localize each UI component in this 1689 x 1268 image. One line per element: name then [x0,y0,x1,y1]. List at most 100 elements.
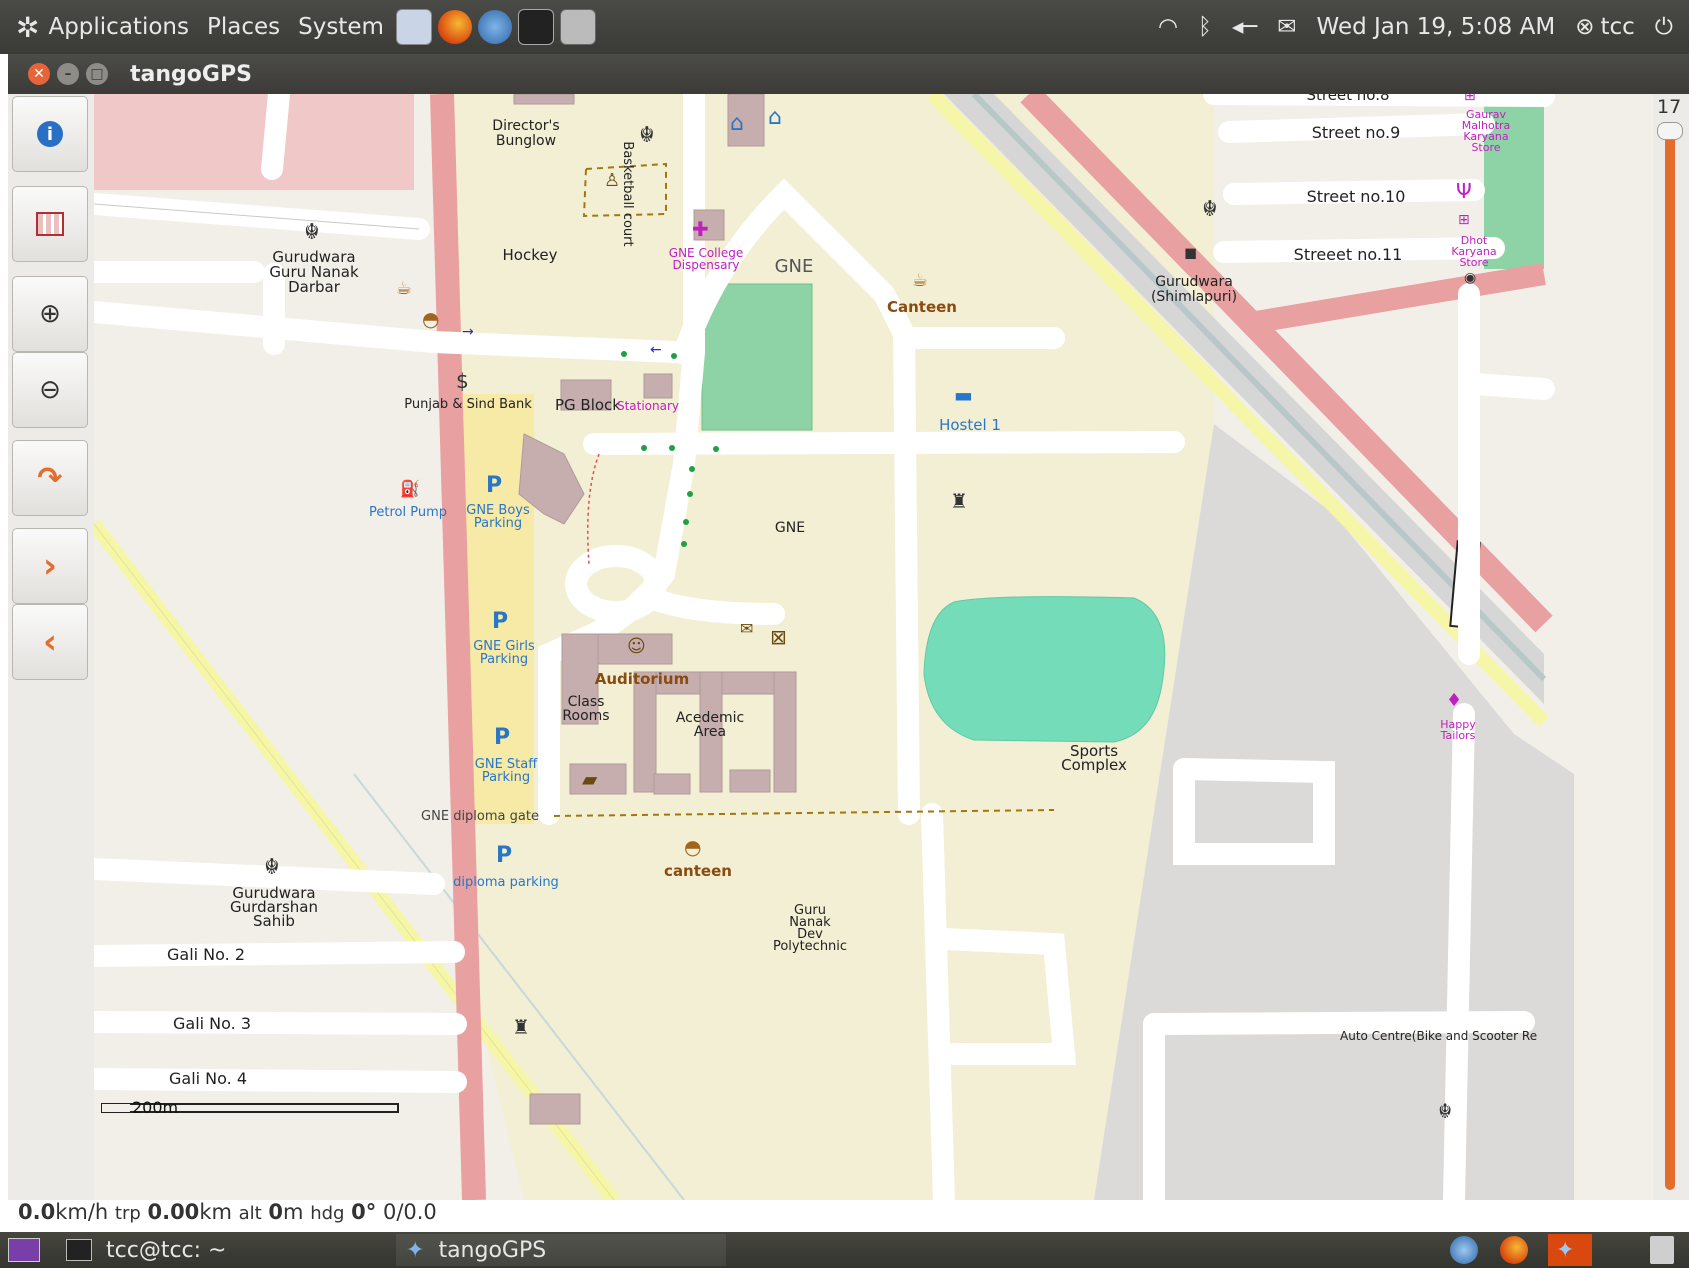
taskbar-terminal[interactable]: tcc@tcc: ~ [66,1234,386,1266]
zoom-handle[interactable] [1657,122,1683,140]
menu-applications[interactable]: Applications [48,14,189,40]
map-canvas[interactable]: ☬ ☬ ☬ ☬ ☬ ☕ ☕ ◓ ◓ $ ✚ ♙ ▬ ⛽ P P P P ☺ ✉ [94,94,1653,1200]
close-icon[interactable]: ✕ [28,63,50,85]
zoom-track[interactable] [1665,130,1675,1190]
zoom-in-button[interactable]: ⊕ [12,276,88,352]
zoom-out-icon: ⊖ [39,375,61,405]
volume-icon[interactable]: ◂─ [1231,14,1258,40]
trip-unit: km [199,1200,232,1224]
gurudwara-icon: ☬ [639,123,655,148]
firefox-launcher-icon[interactable] [437,10,472,44]
parking-icon: P [492,609,508,634]
label-basketball-court: Basketball court [620,141,635,246]
gurudwara-icon: ☬ [1438,1099,1452,1123]
label-gurudwara-shimlapuri: Gurudwara(Shimlapuri) [1151,274,1237,305]
next-button[interactable]: › [12,528,88,604]
water-tower-icon: ♜ [950,489,968,513]
label-gne-top: GNE [775,256,814,277]
map-view[interactable]: ☬ ☬ ☬ ☬ ☬ ☕ ☕ ◓ ◓ $ ✚ ♙ ▬ ⛽ P P P P ☺ ✉ [94,94,1653,1200]
text-editor-launcher-icon[interactable] [395,9,432,45]
water-tower-icon: ♜ [512,1015,530,1039]
house-icon: ⌂ [730,111,744,136]
tray-chromium[interactable] [1450,1234,1490,1266]
alt-unit: m [283,1200,304,1224]
alt-label: alt [238,1203,262,1224]
label-canteen-top: Canteen [887,298,957,316]
taskbar-tangogps-label: tangoGPS [438,1237,547,1263]
label-hockey: Hockey [503,246,558,264]
shop-basket-icon: ⊞ [1458,212,1470,228]
back-button[interactable]: ‹ [12,604,88,680]
heading-value: 0° [351,1200,377,1224]
menu-system[interactable]: System [298,14,384,40]
autocenter-button[interactable]: ↷ [12,440,88,516]
scale-bar: 200m [101,1098,399,1117]
shop-basket-icon: ⊞ [1464,94,1476,104]
campus-area [444,94,1214,1200]
ubuntu-logo-icon[interactable]: ✲ [16,10,40,44]
label-auto-centre: Auto Centre(Bike and Scooter Re [1340,1029,1537,1043]
minimize-icon[interactable]: – [57,63,79,85]
side-toolbar: i ⊕ ⊖ ↷ › ‹ [8,94,94,1200]
tray-tangogps[interactable]: ✦ [1548,1234,1592,1266]
label-street-10: Street no.10 [1307,187,1406,206]
chromium-tray-icon [1450,1236,1478,1264]
gps-fix: 0/0.0 [382,1200,437,1224]
petrol-pump-icon: ⛽ [400,479,420,498]
label-auditorium: Auditorium [595,670,690,688]
map-layer-button[interactable] [12,186,88,262]
cafe-icon: ☕ [912,270,928,291]
label-gali-2: Gali No. 2 [167,945,245,964]
post-office-icon: ⊠ [770,625,787,649]
terminal-launcher-icon[interactable] [517,9,554,45]
maximize-icon[interactable]: □ [86,63,108,85]
power-icon[interactable]: ⏻ [1654,14,1673,40]
zoom-slider[interactable]: 17 [1653,94,1689,1200]
wifi-icon[interactable]: ◠ [1157,14,1179,40]
building-directors [513,94,575,105]
user-icon: ⊗ [1575,14,1595,40]
clock[interactable]: Wed Jan 19, 5:08 AM [1316,14,1556,40]
chevron-right-icon: › [42,546,57,586]
green-field [701,283,813,431]
label-gali-4: Gali No. 4 [169,1069,247,1088]
trip-value: 0.00 [147,1200,200,1224]
chevron-left-icon: ‹ [42,622,57,662]
tray-firefox[interactable] [1500,1234,1540,1266]
label-stationary: Stationary [617,399,679,413]
info-icon: i [37,121,63,147]
library-icon: ▰ [582,767,598,791]
tangogps-tray-icon: ✦ [1556,1237,1575,1263]
zoom-out-button[interactable]: ⊖ [12,352,88,428]
show-desktop-button[interactable] [8,1234,42,1266]
oneway-arrow-icon: → [462,324,474,340]
trash-icon [1650,1236,1674,1264]
info-button[interactable]: i [12,96,88,172]
user-name[interactable]: tcc [1600,14,1635,40]
zoom-in-icon: ⊕ [39,299,61,329]
sports-field [923,596,1166,743]
heading-label: hdg [310,1203,345,1224]
screenshot-launcher-icon[interactable] [559,9,596,45]
desktop-icon [8,1238,40,1262]
trash-button[interactable] [1650,1234,1684,1266]
menu-places[interactable]: Places [206,14,281,40]
window-titlebar[interactable]: ✕ – □ tangoGPS [8,54,1689,94]
label-street-9: Street no.9 [1312,123,1401,142]
residential-pink-area [94,94,414,190]
firefox-tray-icon [1500,1236,1528,1264]
terminal-icon [66,1239,92,1261]
chromium-launcher-icon[interactable] [477,10,512,44]
bluetooth-icon[interactable]: ᛒ [1198,14,1212,40]
railway-band [944,94,1544,704]
taskbar-tangogps[interactable]: ✦ tangoGPS [396,1234,726,1266]
bank-icon: $ [456,369,469,393]
mail-icon[interactable]: ✉ [1277,14,1297,40]
taskbar-terminal-label: tcc@tcc: ~ [106,1237,227,1263]
tangogps-app: i ⊕ ⊖ ↷ › ‹ [8,94,1689,1200]
